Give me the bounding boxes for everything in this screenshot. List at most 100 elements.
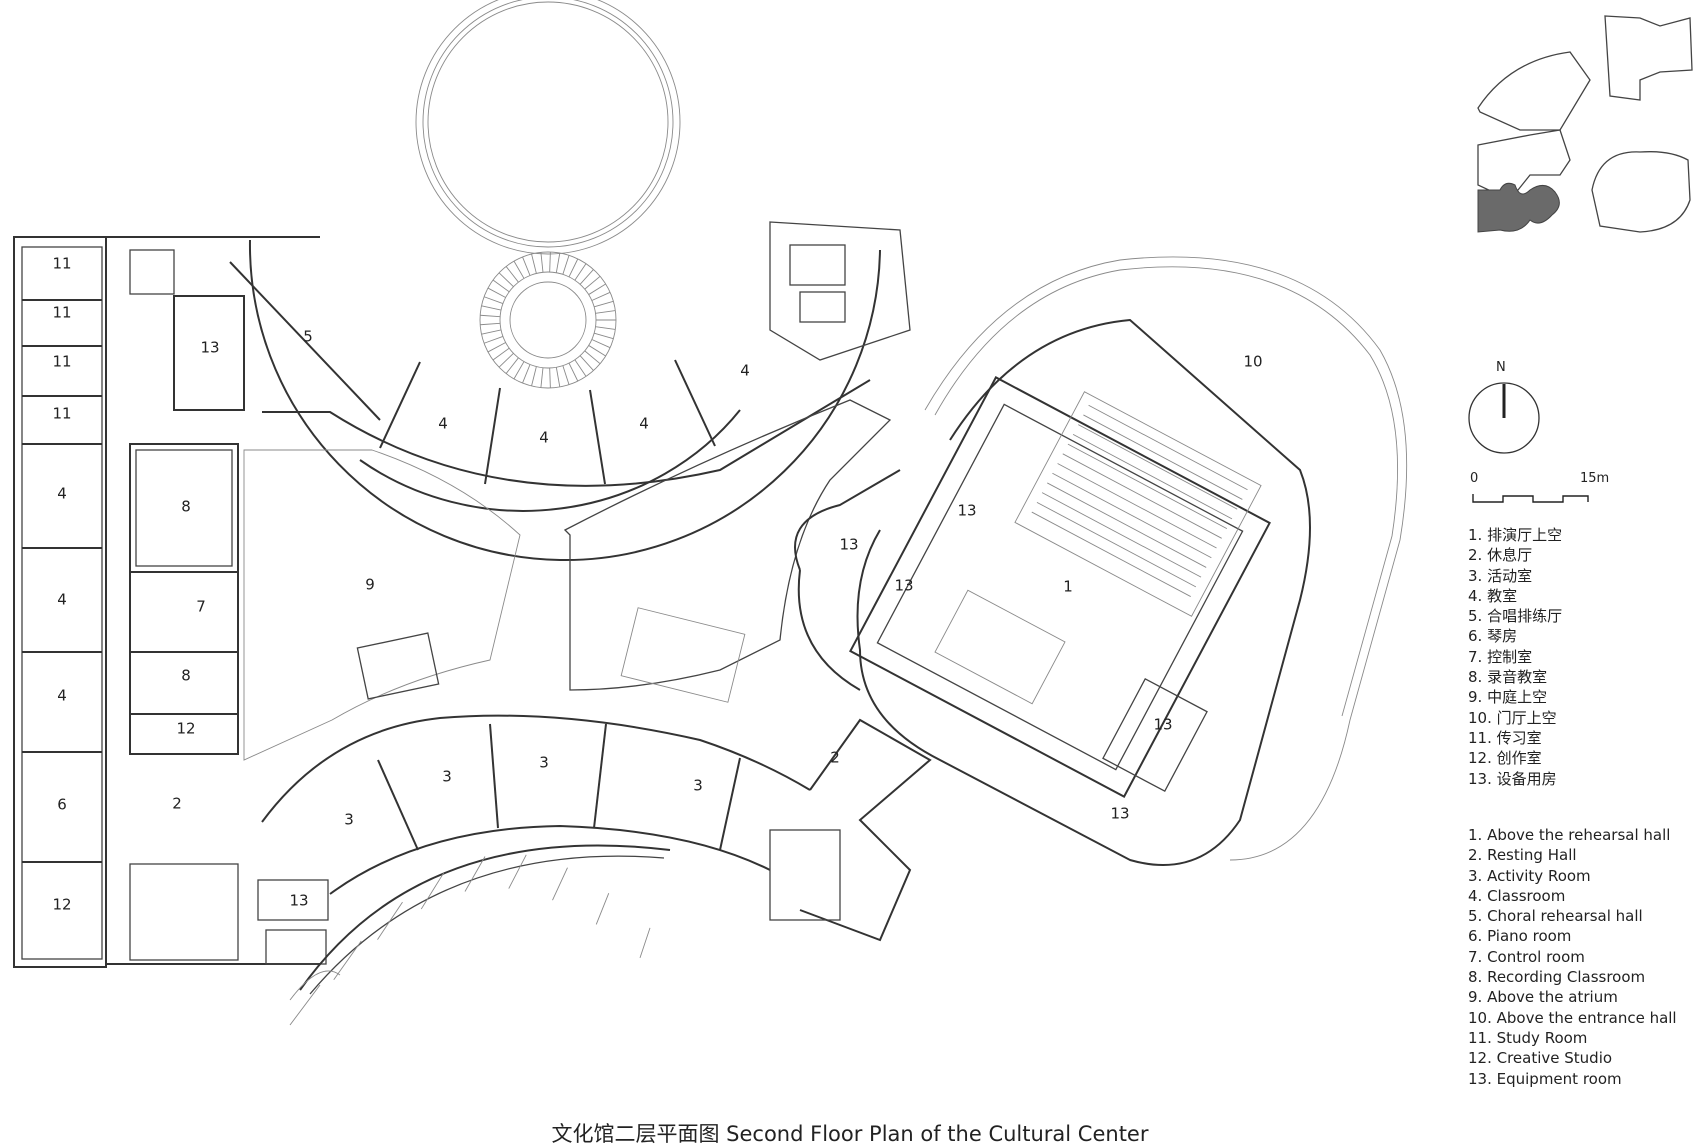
- room-label: 13: [894, 577, 913, 595]
- legend-item: 12. 创作室: [1468, 749, 1542, 768]
- canopy-rib: [289, 984, 321, 1026]
- legend-item: 9. 中庭上空: [1468, 688, 1548, 707]
- legend-item: 10. 门厅上空: [1468, 708, 1557, 727]
- room-label: 7: [196, 598, 206, 616]
- west-wing-walls: [13, 236, 329, 968]
- seat-row: [1057, 463, 1217, 549]
- room-label: 3: [693, 777, 703, 795]
- legend-item: 6. Piano room: [1468, 927, 1572, 946]
- legend-item: 3. 活动室: [1468, 566, 1533, 585]
- legend-english: 1. Above the rehearsal hall 2. Resting Ha…: [1468, 825, 1677, 1089]
- stair-tread: [540, 367, 544, 388]
- stair-tread: [584, 275, 601, 290]
- stair-tread: [505, 357, 519, 374]
- room-labels: 11 11 11 11 4 4 4 6 12 13 5 8 7 8 12 2 9…: [52, 255, 1262, 914]
- stair-tread: [480, 314, 501, 318]
- stair-tread: [513, 260, 525, 279]
- legend-item: 4. Classroom: [1468, 886, 1566, 905]
- stair-tread: [481, 329, 502, 335]
- room-label: 3: [344, 811, 354, 829]
- room-label: 4: [57, 687, 67, 705]
- stair-tread: [591, 339, 611, 349]
- legend-item: 11. 传习室: [1468, 728, 1542, 747]
- room-label: 4: [539, 429, 549, 447]
- legend-item: 1. 排演厅上空: [1468, 526, 1563, 544]
- rehearsal-hall-walls: [794, 256, 1408, 866]
- canopy-rib: [639, 927, 651, 959]
- north-label: N: [1496, 360, 1506, 375]
- legend-item: 5. Choral rehearsal hall: [1468, 907, 1643, 926]
- canopy-rib: [552, 867, 568, 901]
- scale-bar: [1472, 494, 1589, 503]
- seat-row: [1041, 492, 1202, 578]
- stair-tread: [505, 266, 519, 283]
- room-label: 13: [839, 536, 858, 554]
- legend-item: 10. Above the entrance hall: [1468, 1008, 1677, 1027]
- legend-item: 7. Control room: [1468, 947, 1585, 966]
- seat-row: [1047, 482, 1207, 568]
- room-label: 4: [438, 415, 448, 433]
- legend-item: 4. 教室: [1468, 586, 1518, 605]
- key-map-highlight: [1477, 182, 1560, 233]
- stair-tread: [522, 364, 531, 384]
- auditorium-seating: [1031, 404, 1248, 597]
- key-map: [1477, 15, 1693, 233]
- spiral-stair-treads: [480, 252, 616, 388]
- legend-item: 13. 设备用房: [1468, 769, 1557, 788]
- room-label: 10: [1243, 353, 1262, 371]
- canopy-rib: [595, 893, 610, 925]
- room-label: 2: [830, 749, 840, 767]
- stair-tread: [549, 252, 551, 273]
- stair-tread: [513, 361, 525, 380]
- stair-tread: [531, 366, 537, 387]
- legend-item: 11. Study Room: [1468, 1028, 1588, 1047]
- room-label: 11: [52, 304, 71, 322]
- north-arrow: [1468, 382, 1540, 454]
- legend-item: 3. Activity Room: [1468, 866, 1591, 885]
- stair-tread: [487, 342, 506, 353]
- legend-item: 12. Creative Studio: [1468, 1049, 1613, 1068]
- room-label: 4: [57, 485, 67, 503]
- stair-tread: [588, 283, 606, 295]
- stair-tread: [522, 256, 531, 276]
- canopy-rib: [420, 872, 445, 910]
- legend-item: 8. 录音教室: [1468, 668, 1548, 687]
- stair-tread: [487, 287, 506, 298]
- legend-item: 7. 控制室: [1468, 647, 1533, 666]
- room-label: 4: [740, 362, 750, 380]
- stair-tread: [492, 347, 510, 361]
- canopy-rib: [464, 856, 486, 892]
- stair-tread: [562, 255, 570, 275]
- legend-item: 1. Above the rehearsal hall: [1468, 826, 1671, 844]
- lower-arc-walls: [261, 714, 932, 942]
- stair-tread: [483, 335, 504, 344]
- room-label: 4: [639, 415, 649, 433]
- room-label: 3: [539, 754, 549, 772]
- stair-tread: [540, 252, 544, 273]
- stair-tread: [555, 367, 561, 388]
- seat-row: [1062, 453, 1222, 539]
- room-label: 4: [57, 591, 67, 609]
- drawing-caption: 文化馆二层平面图 Second Floor Plan of the Cultur…: [551, 1122, 1149, 1146]
- room-label: 3: [442, 768, 452, 786]
- stair-tread: [574, 263, 587, 281]
- stair-tread: [531, 253, 537, 274]
- room-label: 8: [181, 498, 191, 516]
- seat-row: [1036, 501, 1197, 588]
- legend-item: 9. Above the atrium: [1468, 988, 1618, 1007]
- legend-item: 2. 休息厅: [1468, 546, 1533, 565]
- legend-item: 2. Resting Hall: [1468, 846, 1577, 865]
- room-label: 5: [303, 328, 313, 346]
- room-label: 13: [1110, 805, 1129, 823]
- seat-row: [1067, 443, 1228, 529]
- circular-courtyard: [415, 0, 681, 389]
- room-label: 1: [1063, 578, 1073, 596]
- atrium-outline: [243, 399, 892, 761]
- stair-tread: [555, 252, 561, 273]
- scale-start-label: 0: [1470, 471, 1479, 486]
- room-label: 11: [52, 255, 71, 273]
- room-label: 2: [172, 795, 182, 813]
- stair-tread: [562, 365, 570, 385]
- stair-tread: [588, 345, 606, 357]
- seat-row: [1078, 424, 1238, 510]
